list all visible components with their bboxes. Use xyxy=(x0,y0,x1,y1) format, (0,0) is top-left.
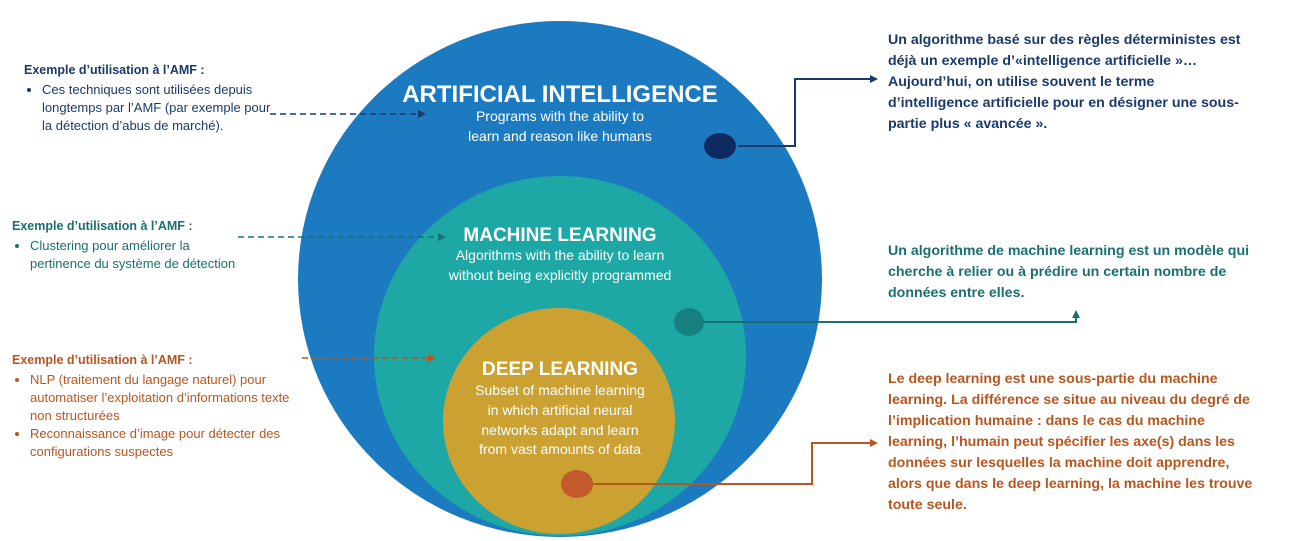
ml-note: Un algorithme de machine learning est un… xyxy=(888,243,1250,301)
ml-circle-subtitle-1: Algorithms with the ability to learn xyxy=(456,247,665,263)
ml-note-connector xyxy=(703,310,1080,323)
list-item: Clustering pour améliorer la pertinence … xyxy=(30,237,237,273)
list-item: NLP (traitement du langage naturel) pour… xyxy=(30,371,312,425)
dl-note-connector xyxy=(593,439,878,485)
ml-circle-subtitle-2: without being explicitly programmed xyxy=(448,267,672,283)
dl-anchor-dot xyxy=(561,470,593,498)
ai-circle-subtitle-2: learn and reason like humans xyxy=(468,128,652,144)
dl-circle-subtitle-3: networks adapt and learn xyxy=(481,422,638,438)
dl-circle-subtitle-4: from vast amounts of data xyxy=(479,441,641,457)
list-item: Reconnaissance d’image pour détecter des… xyxy=(30,425,312,461)
ai-circle-subtitle-1: Programs with the ability to xyxy=(476,108,644,124)
ai-anchor-dot xyxy=(704,133,736,159)
ai-example-panel: Exemple d’utilisation à l’AMF : Ces tech… xyxy=(24,61,274,135)
list-item: Ces techniques sont utilisées depuis lon… xyxy=(42,81,274,135)
dl-example-heading: Exemple d’utilisation à l’AMF : xyxy=(12,353,193,367)
dl-circle xyxy=(443,308,675,534)
ml-anchor-dot xyxy=(674,308,704,336)
ml-example-list: Clustering pour améliorer la pertinence … xyxy=(12,237,237,273)
dl-note: Le deep learning est une sous-partie du … xyxy=(888,371,1253,513)
dl-circle-title: DEEP LEARNING xyxy=(482,359,638,380)
dl-example-panel: Exemple d’utilisation à l’AMF : NLP (tra… xyxy=(12,351,312,461)
ai-note: Un algorithme basé sur des règles déterm… xyxy=(888,32,1241,132)
ml-circle-title: MACHINE LEARNING xyxy=(463,225,656,246)
ai-example-heading: Exemple d’utilisation à l’AMF : xyxy=(24,63,205,77)
dl-circle-subtitle-2: in which artificial neural xyxy=(488,402,633,418)
ml-example-heading: Exemple d’utilisation à l’AMF : xyxy=(12,219,193,233)
ai-note-connector xyxy=(738,75,878,147)
ai-example-list: Ces techniques sont utilisées depuis lon… xyxy=(24,81,274,135)
ai-circle-title: ARTIFICIAL INTELLIGENCE xyxy=(402,81,718,108)
dl-circle-subtitle-1: Subset of machine learning xyxy=(475,382,645,398)
dl-example-list: NLP (traitement du langage naturel) pour… xyxy=(12,371,312,461)
ml-example-panel: Exemple d’utilisation à l’AMF : Clusteri… xyxy=(12,217,237,273)
